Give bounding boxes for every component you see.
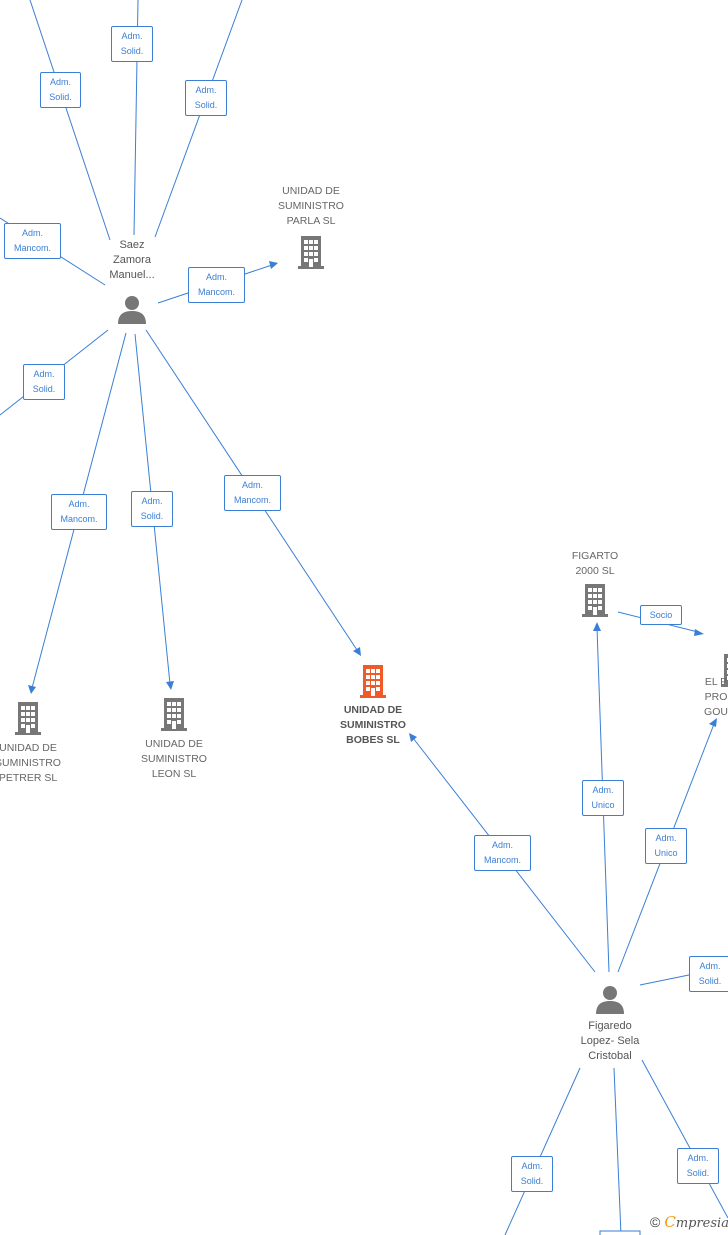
edge-label-bobes-saez[interactable]: Adm. Mancom. (224, 475, 281, 511)
partial-edge-label (599, 1230, 641, 1235)
node-saez-label: Saez Zamora Manuel... (109, 239, 155, 281)
building-icon (582, 584, 608, 617)
brand-logo-text: mpresia (675, 1216, 728, 1231)
edge-label-figarto-socio[interactable]: Socio (640, 605, 682, 625)
empresia-watermark: ©Cmpresia (650, 1213, 728, 1233)
arrowhead-bobes-saez (353, 647, 361, 656)
building-icon (15, 702, 41, 735)
building-icon (360, 665, 386, 698)
arrowhead-parla (269, 261, 278, 269)
edge-line-fig-bottom (613, 1067, 622, 1235)
node-petrer-label: UNIDAD DE SUMINISTRO PETRER SL (0, 742, 61, 784)
edge-label-figarto-unico[interactable]: Adm. Unico (582, 780, 624, 816)
arrowhead-elpro-unico (709, 718, 717, 727)
edge-label-left-mancom[interactable]: Adm. Mancom. (4, 223, 61, 259)
edge-label-left-solid[interactable]: Adm. Solid. (23, 364, 65, 400)
edge-label-fig-bl[interactable]: Adm. Solid. (511, 1156, 553, 1192)
brand-logo-initial: C (664, 1213, 676, 1231)
edge-label-elpro-unico[interactable]: Adm. Unico (645, 828, 687, 864)
edge-label-bobes-fig[interactable]: Adm. Mancom. (474, 835, 531, 871)
person-icon (596, 986, 624, 1014)
arrowhead-petrer (28, 685, 36, 694)
node-figaredo-label: Figaredo Lopez- Sela Cristobal (580, 1020, 640, 1062)
edge-line-fig-br (641, 1059, 728, 1219)
edge-label-top1[interactable]: Adm. Solid. (40, 72, 81, 108)
edge-label-leon[interactable]: Adm. Solid. (131, 491, 173, 527)
node-bobes-label: UNIDAD DE SUMINISTRO BOBES SL (340, 704, 406, 746)
edge-label-fig-right[interactable]: Adm. Solid. (689, 956, 728, 992)
arrowhead-leon (166, 681, 174, 690)
edge-label-fig-br[interactable]: Adm. Solid. (677, 1148, 719, 1184)
building-icon (298, 236, 324, 269)
node-el-pro-label: EL P PRO GOU (704, 676, 728, 718)
edge-label-top2[interactable]: Adm. Solid. (111, 26, 153, 62)
edge-line-top3 (154, 0, 243, 238)
copyright-symbol: © (650, 1214, 661, 1230)
node-leon-label: UNIDAD DE SUMINISTRO LEON SL (141, 738, 207, 780)
building-icon (161, 698, 187, 731)
arrowhead-figarto-unico (593, 622, 601, 631)
person-icon (118, 296, 146, 324)
edge-label-top3[interactable]: Adm. Solid. (185, 80, 227, 116)
node-figarto-label: FIGARTO 2000 SL (571, 550, 619, 577)
edge-line-fig-bl (504, 1067, 581, 1235)
edge-line-top1 (29, 0, 111, 241)
arrowhead-figarto-socio (694, 629, 704, 636)
node-parla-label: UNIDAD DE SUMINISTRO PARLA SL (278, 185, 344, 227)
edge-label-parla[interactable]: Adm. Mancom. (188, 267, 245, 303)
arrowhead-bobes-fig (409, 733, 417, 742)
edge-label-petrer[interactable]: Adm. Mancom. (51, 494, 107, 530)
